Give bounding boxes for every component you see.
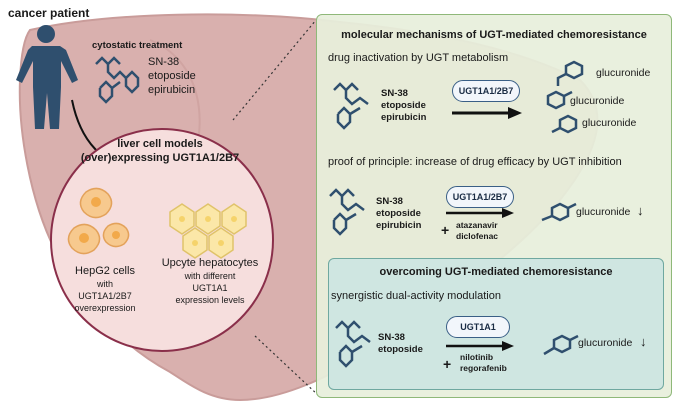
proof-inhibitor-2: diclofenac (456, 231, 499, 241)
inactivation-enzyme: UGT1A1/2B7 (452, 80, 520, 102)
upcyte-line-2: with different (184, 271, 236, 281)
patient-label: cancer patient (8, 6, 90, 20)
inactivation-subtitle: drug inactivation by UGT metabolism (328, 52, 509, 64)
proof-enzyme: UGT1A1/2B7 (446, 186, 514, 208)
overcoming-decrease-arrow: ↓ (640, 334, 647, 349)
arrow-icon (446, 341, 514, 351)
arrow-icon (452, 107, 522, 119)
molecule-icon (95, 56, 140, 104)
treatment-title: cytostatic treatment (92, 40, 183, 51)
inactivation-drug-2: etoposide (381, 100, 426, 111)
glucuronide-molecules-icon (546, 60, 584, 134)
overcoming-subtitle: synergistic dual-activity modulation (331, 290, 501, 302)
overcoming-inhibitor-2: regorafenib (460, 363, 507, 373)
upcyte-cells-icon (169, 203, 247, 259)
mechanisms-title: molecular mechanisms of UGT-mediated che… (341, 29, 647, 41)
overcoming-product: glucuronide (578, 337, 633, 349)
upcyte-line-4: expression levels (175, 295, 245, 305)
proof-subtitle: proof of principle: increase of drug eff… (328, 156, 622, 168)
proof-decrease-arrow: ↓ (637, 203, 644, 218)
overcoming-inhibitor-1: nilotinib (460, 352, 494, 362)
treatment-drug-etoposide: etoposide (148, 70, 196, 82)
treatment-drug-epirubicin: epirubicin (148, 84, 196, 96)
hepg2-line-1: HepG2 cells (75, 265, 135, 277)
molecule-icon (335, 320, 371, 368)
hepg2-line-3: UGT1A1/2B7 (78, 291, 132, 301)
glucuronide-molecule-icon (543, 334, 579, 356)
proof-drug-2: etoposide (376, 208, 421, 219)
proof-drug-3: epirubicin (376, 220, 422, 231)
hepg2-line-2: with (96, 279, 113, 289)
overcoming-title: overcoming UGT-mediated chemoresistance (379, 266, 613, 278)
proof-product: glucuronide (576, 206, 631, 218)
inactivation-drug-3: epirubicin (381, 112, 427, 123)
inactivation-product-2: glucuronide (570, 95, 625, 107)
cell-models-title-2: (over)expressing UGT1A1/2B7 (80, 152, 240, 164)
person-icon (16, 25, 78, 129)
upcyte-line-1: Upcyte hepatocytes (161, 257, 259, 269)
inactivation-product-3: glucuronide (582, 117, 637, 129)
proof-plus: + (441, 222, 450, 238)
proof-drug-1: SN-38 (376, 196, 403, 207)
cell-models-title-1: liver cell models (117, 138, 203, 150)
inactivation-drug-1: SN-38 (381, 88, 408, 99)
overcoming-enzyme: UGT1A1 (446, 316, 510, 338)
glucuronide-molecule-icon (541, 202, 577, 222)
proof-inhibitor-1: atazanavir (456, 220, 498, 230)
treatment-drug-sn38: SN-38 (148, 56, 180, 68)
inactivation-product-1: glucuronide (596, 67, 651, 79)
upcyte-line-3: UGT1A1 (192, 283, 228, 293)
hepg2-line-4: overexpression (74, 303, 136, 313)
overcoming-plus: + (443, 356, 452, 372)
molecule-icon (333, 82, 369, 130)
hepg2-cells-icon (67, 187, 130, 255)
overcoming-drug-2: etoposide (378, 344, 423, 355)
molecule-icon (329, 188, 365, 236)
overcoming-drug-1: SN-38 (378, 332, 405, 343)
arrow-icon (446, 208, 514, 218)
